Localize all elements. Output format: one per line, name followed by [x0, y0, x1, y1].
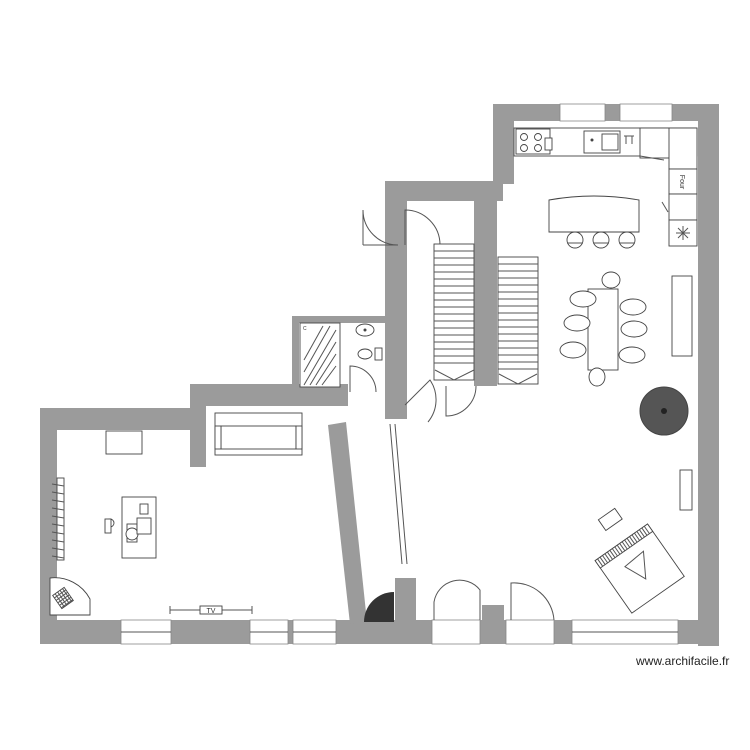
piano-key [609, 550, 616, 558]
bathroom: C [299, 322, 383, 388]
svg-text:C: C [303, 326, 307, 332]
piano-key [602, 555, 609, 564]
corner-door [364, 592, 394, 622]
tv-label: TV [207, 608, 216, 615]
piano-key [611, 548, 618, 557]
piano-key [638, 529, 645, 538]
shelf-item [51, 547, 65, 551]
grid-line [60, 599, 74, 609]
shelf-item [51, 555, 65, 559]
oven-label: Four [678, 175, 685, 190]
grid-line [55, 591, 68, 601]
shelf-item [51, 539, 65, 543]
toilet [357, 348, 373, 360]
piano-key [634, 532, 641, 541]
watermark: www.archifacile.fr [636, 654, 730, 668]
living-room: TV [49, 412, 303, 616]
piano-key [629, 536, 636, 545]
fan-icon [676, 226, 690, 240]
piano-key [614, 546, 621, 555]
shelf-item [51, 507, 65, 511]
piano-key [621, 541, 628, 550]
kitchen-island [548, 195, 640, 233]
doors [349, 209, 555, 622]
staircase-left [433, 243, 475, 381]
piano-key [616, 544, 623, 553]
piano-area [594, 507, 685, 614]
piano-key [624, 539, 631, 548]
piano-key [641, 527, 648, 536]
piano-key [604, 553, 611, 562]
piano-key [599, 556, 606, 565]
shelf-item [51, 531, 65, 535]
shelf-item [51, 483, 65, 487]
piano-key [631, 534, 638, 543]
grid-line [59, 596, 72, 606]
shelf-item [51, 515, 65, 519]
sideboard [671, 275, 693, 357]
kitchen: Four [513, 127, 698, 249]
staircase-right [497, 256, 539, 385]
oven [668, 168, 698, 195]
piano-key [597, 558, 604, 567]
piano-key [626, 538, 633, 546]
dining-area [559, 271, 693, 511]
piano-key [606, 551, 613, 560]
piano-key [636, 531, 643, 540]
piano-key [643, 525, 650, 534]
cabinet [105, 430, 143, 455]
shelf-item [51, 523, 65, 527]
shelf-item [51, 499, 65, 503]
shelf-item [51, 491, 65, 495]
windows [120, 103, 679, 645]
grid-line [54, 589, 67, 599]
grid-line [57, 594, 70, 604]
piano-key [619, 543, 626, 552]
